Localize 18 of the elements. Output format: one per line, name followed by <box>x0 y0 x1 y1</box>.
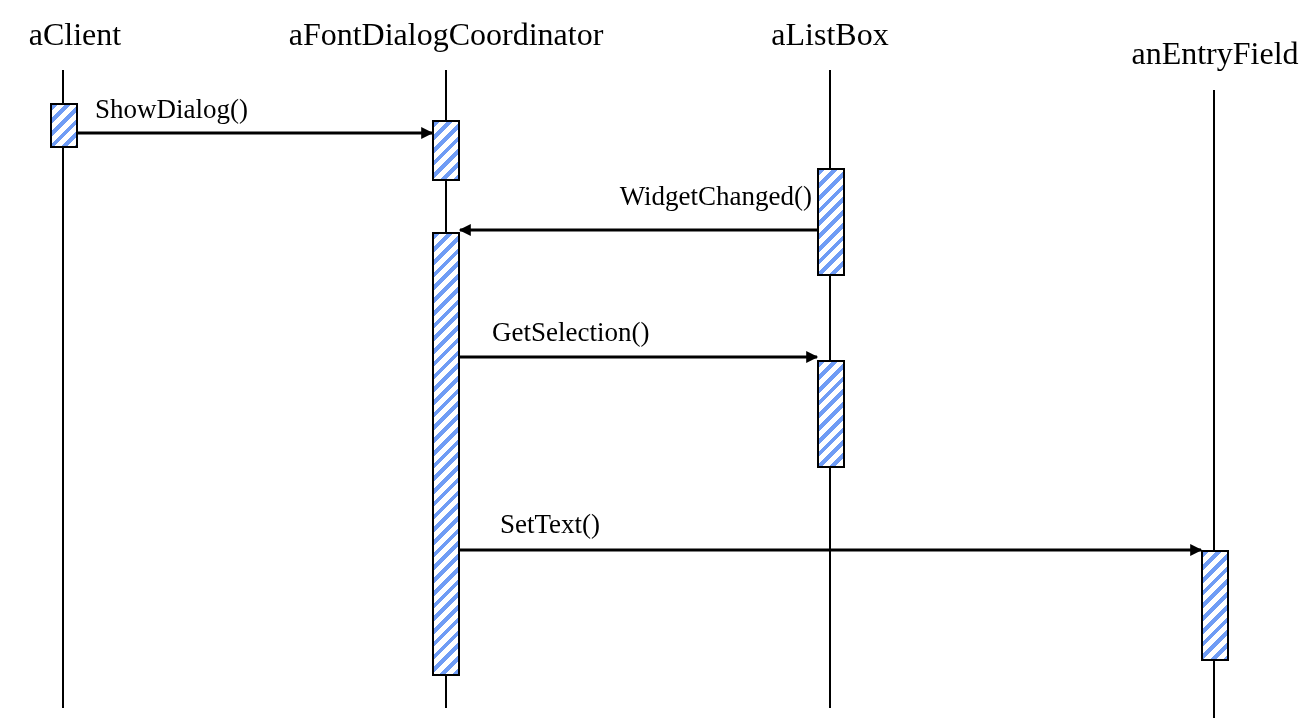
message-arrow <box>460 351 819 363</box>
message-arrow <box>458 224 817 236</box>
object-name: aListBox <box>771 18 889 50</box>
activation-bar <box>432 120 460 181</box>
activation-bar <box>50 103 78 148</box>
message-arrow <box>78 127 434 139</box>
object-name: aFontDialogCoordinator <box>288 18 604 50</box>
edge-label: ShowDialog() <box>95 96 248 123</box>
edge-label: SetText() <box>500 511 601 538</box>
activation-bar <box>432 232 460 676</box>
activation-bar <box>817 360 845 468</box>
edge-label: GetSelection() <box>492 319 650 346</box>
edge-label: WidgetChanged() <box>619 183 812 210</box>
object-name: aClient <box>28 18 122 50</box>
activation-bar <box>817 168 845 276</box>
activation-bar <box>1201 550 1229 661</box>
message-arrow <box>460 544 1203 556</box>
object-name: anEntryField <box>1131 37 1299 69</box>
